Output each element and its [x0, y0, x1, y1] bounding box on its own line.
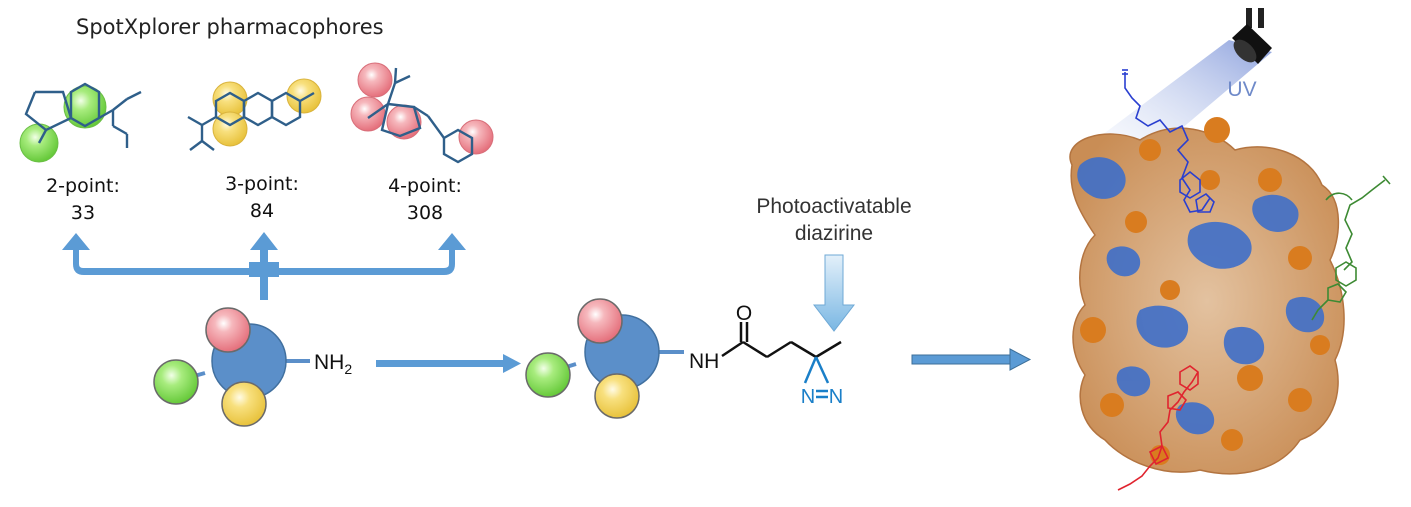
- pharmacophore-2-point-structure: [19, 82, 142, 163]
- diazirine-caption-line1: Photoactivatable: [756, 195, 911, 218]
- fragment-start: NH2: [153, 307, 352, 427]
- uv-label: UV: [1227, 78, 1256, 101]
- hydrophobic-patches: [1080, 117, 1330, 465]
- hydrophilic-patches: [1077, 157, 1325, 435]
- diazirine-linker: NH O N N: [689, 302, 843, 408]
- probe-red: [1117, 365, 1199, 491]
- fragment-product: [525, 298, 684, 419]
- feature-sphere-red: [357, 62, 393, 98]
- label-2-point: 2-point:: [46, 175, 120, 197]
- branch-arrow: [62, 232, 466, 300]
- feature-sphere-green: [63, 85, 107, 129]
- count-4-point: 308: [407, 202, 443, 224]
- lamp-body: [1232, 24, 1272, 64]
- title: SpotXplorer pharmacophores: [76, 15, 384, 39]
- skeleton-lines: [24, 82, 142, 148]
- pharmacophore-labels: 2-point: 33 3-point: 84 4-point: 308: [46, 173, 462, 224]
- diazirine-n-label: N: [801, 386, 815, 408]
- carbonyl-o-label: O: [736, 302, 752, 325]
- skeleton-lines: [187, 91, 315, 151]
- pharmacophore-4-point-structure: [350, 62, 494, 164]
- amide-nh-label: NH: [689, 350, 719, 373]
- count-2-point: 33: [71, 202, 95, 224]
- reaction-arrow-2: [911, 348, 1032, 371]
- feature-sphere-yellow: [594, 373, 640, 419]
- count-3-point: 84: [250, 200, 274, 222]
- protein-surface: [1069, 117, 1345, 475]
- feature-sphere-green: [153, 359, 199, 405]
- feature-sphere-red: [577, 298, 623, 344]
- reaction-arrow-1: [376, 354, 521, 373]
- amine-label: NH2: [314, 351, 352, 377]
- skeleton-lines: [367, 67, 474, 164]
- feature-sphere-red: [458, 119, 494, 155]
- feature-sphere-green: [525, 352, 571, 398]
- diazirine-caption-line2: diazirine: [795, 222, 873, 245]
- probe-green: [1311, 175, 1391, 321]
- label-4-point: 4-point:: [388, 175, 462, 197]
- diazirine-n-label: N: [829, 386, 843, 408]
- probe-blue: [1122, 69, 1215, 213]
- uv-lamp: UV: [1098, 8, 1272, 152]
- label-3-point: 3-point:: [225, 173, 299, 195]
- diazirine-pointer-arrow: [812, 254, 856, 332]
- feature-sphere-red: [205, 307, 251, 353]
- feature-sphere-yellow: [221, 381, 267, 427]
- uv-beam: [1098, 40, 1272, 152]
- feature-sphere-yellow: [286, 78, 322, 114]
- pharmacophore-3-point-structure: [187, 78, 322, 151]
- feature-sphere-red: [350, 96, 386, 132]
